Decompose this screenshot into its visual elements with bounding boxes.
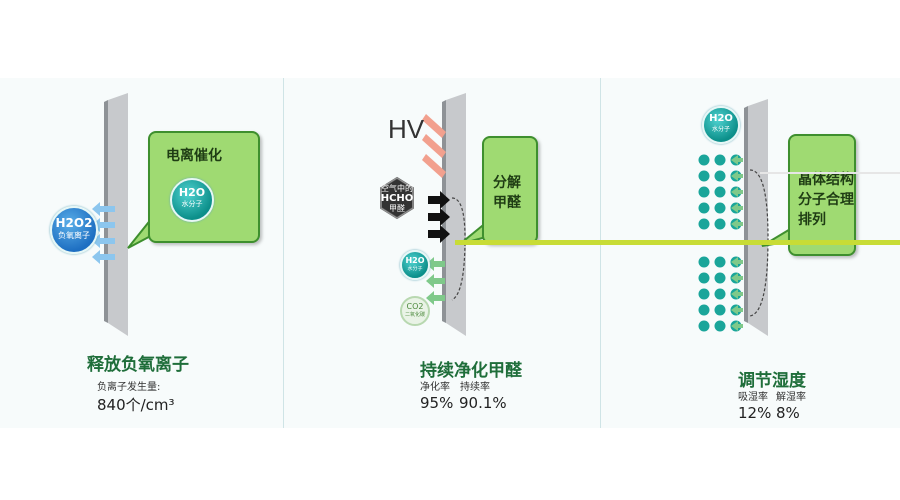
water-particle (698, 288, 710, 300)
co2-molecule-icon: CO2 二氧化碳 (400, 296, 430, 326)
ion-arrows (92, 202, 115, 264)
water-particle (698, 272, 710, 284)
negative-oxygen-ion-icon: H2O2 负氧离子 (50, 206, 98, 254)
humidity-arrow (731, 305, 743, 315)
ion-output-value: 840个/cm³ (97, 396, 175, 414)
output-arrows (426, 257, 445, 305)
water-molecule-icon: H2O 水分子 (170, 178, 214, 222)
water-particle (714, 256, 726, 268)
water-particle (698, 304, 710, 316)
persistence-rate-value: 90.1% (459, 394, 507, 412)
water-particle (714, 186, 726, 198)
water-particle (698, 218, 710, 230)
water-particle (698, 256, 710, 268)
water-particle (714, 170, 726, 182)
wall-face (748, 99, 768, 336)
water-particle (714, 154, 726, 166)
bubble-label: 分解 甲醛 (493, 175, 521, 211)
panel-negative-ions: 电离催化 H2O 水分子 H2O2 负氧离子 释放负氧离子 负离子发生量: 84… (0, 78, 300, 428)
hv-rays (422, 114, 446, 178)
hcho-label: 空气中的 HCHO 甲醛 (380, 184, 414, 213)
water-particle (698, 186, 710, 198)
wall-edge (744, 106, 748, 323)
humidity-arrow (731, 219, 743, 229)
water-molecule-icon: H2O 水分子 (702, 106, 740, 144)
release-rate-value: 8% (776, 404, 800, 422)
water-particle (698, 320, 710, 332)
humidity-arrow (731, 257, 743, 267)
bubble-label: 晶体结构 分子合理 排列 (798, 172, 854, 228)
speech-bubble-decompose (482, 136, 538, 244)
humidity-arrow (731, 289, 743, 299)
flow-path (749, 169, 769, 317)
purification-rate-caption: 净化率 (420, 382, 450, 393)
ion-output-caption: 负离子发生量: (97, 382, 161, 393)
water-particle (714, 320, 726, 332)
thin-line (760, 172, 900, 174)
water-molecule-icon: H2O 水分子 (400, 250, 430, 280)
panel-title: 持续净化甲醛 (420, 361, 522, 381)
humidity-arrow (731, 171, 743, 181)
persistence-rate-caption: 持续率 (460, 382, 490, 393)
water-particle (714, 202, 726, 214)
panel-humidity: H2O 水分子 晶体结构 分子合理 排列 调节湿度 吸湿率 解湿率 12% 8% (600, 78, 900, 428)
panel-formaldehyde: HV 空气中的 HCHO 甲醛 分解 甲醛 H2O 水分子 CO2 二氧化碳 持… (300, 78, 600, 428)
bubble-label: 电离催化 (166, 148, 222, 164)
water-particles (698, 154, 742, 332)
humidity-arrow (731, 155, 743, 165)
highlight-line (455, 240, 900, 245)
release-rate-caption: 解湿率 (776, 392, 806, 403)
humidity-arrow (731, 187, 743, 197)
humidity-arrow (731, 321, 743, 331)
humidity-arrow (731, 273, 743, 283)
wall-face (446, 93, 466, 336)
panel-divider-2 (600, 78, 601, 428)
hv-label: HV (388, 114, 425, 144)
wall-face (108, 93, 128, 336)
hcho-arrows (428, 191, 450, 243)
humidity-arrow (731, 203, 743, 213)
absorption-rate-value: 12% (738, 404, 772, 422)
flow-path (451, 197, 466, 301)
water-particle (714, 304, 726, 316)
water-particle (714, 288, 726, 300)
absorption-rate-caption: 吸湿率 (738, 392, 768, 403)
water-particle (714, 272, 726, 284)
purification-rate-value: 95% (420, 394, 454, 412)
water-particle (698, 154, 710, 166)
panel-title: 释放负氧离子 (87, 355, 189, 375)
water-particle (698, 202, 710, 214)
panel-divider-1 (283, 78, 284, 428)
water-particle (714, 218, 726, 230)
panel1-graphics (92, 93, 164, 336)
water-particle (698, 170, 710, 182)
speech-bubble-crystal (788, 134, 856, 256)
panel2-graphics (380, 93, 492, 336)
humidity-arrows (731, 155, 743, 331)
panel-title: 调节湿度 (738, 371, 806, 391)
